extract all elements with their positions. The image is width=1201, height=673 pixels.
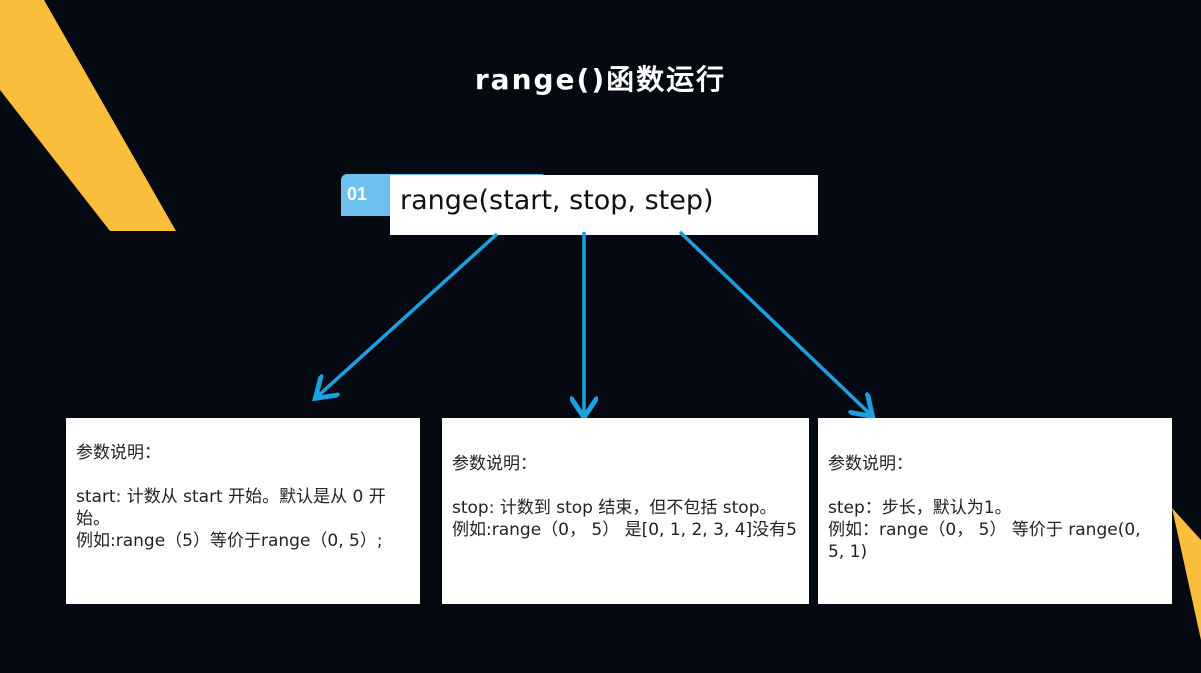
card-example: 例如：range（0， 5） 等价于 range(0, 5, 1): [828, 520, 1141, 562]
card-heading: 参数说明：: [452, 454, 537, 474]
card-heading: 参数说明：: [828, 454, 913, 474]
function-signature-text: range(start, stop, step): [400, 185, 714, 216]
card-description: step：步长，默认为1。: [828, 498, 1012, 518]
param-card-start: 参数说明： start: 计数从 start 开始。默认是从 0 开始。 例如:…: [66, 418, 420, 604]
card-description: stop: 计数到 stop 结束，但不包括 stop。: [452, 498, 777, 518]
card-example: 例如:range（5）等价于range（0, 5）;: [76, 531, 383, 551]
param-card-step: 参数说明： step：步长，默认为1。 例如：range（0， 5） 等价于 r…: [818, 418, 1172, 604]
arrow-to-start: [318, 232, 499, 396]
card-heading: 参数说明：: [76, 443, 161, 463]
yellow-stripe-right: [1172, 508, 1201, 640]
number-label: 01: [347, 184, 368, 204]
param-card-stop: 参数说明： stop: 计数到 stop 结束，但不包括 stop。 例如:ra…: [442, 418, 809, 604]
yellow-stripe-left: [0, 0, 176, 231]
function-signature-box: range(start, stop, step): [390, 175, 818, 235]
card-example: 例如:range（0， 5） 是[0, 1, 2, 3, 4]没有5: [452, 520, 797, 540]
card-description: start: 计数从 start 开始。默认是从 0 开始。: [76, 487, 386, 529]
slide-title: range()函数运行: [474, 63, 727, 96]
arrow-to-step: [678, 230, 870, 414]
